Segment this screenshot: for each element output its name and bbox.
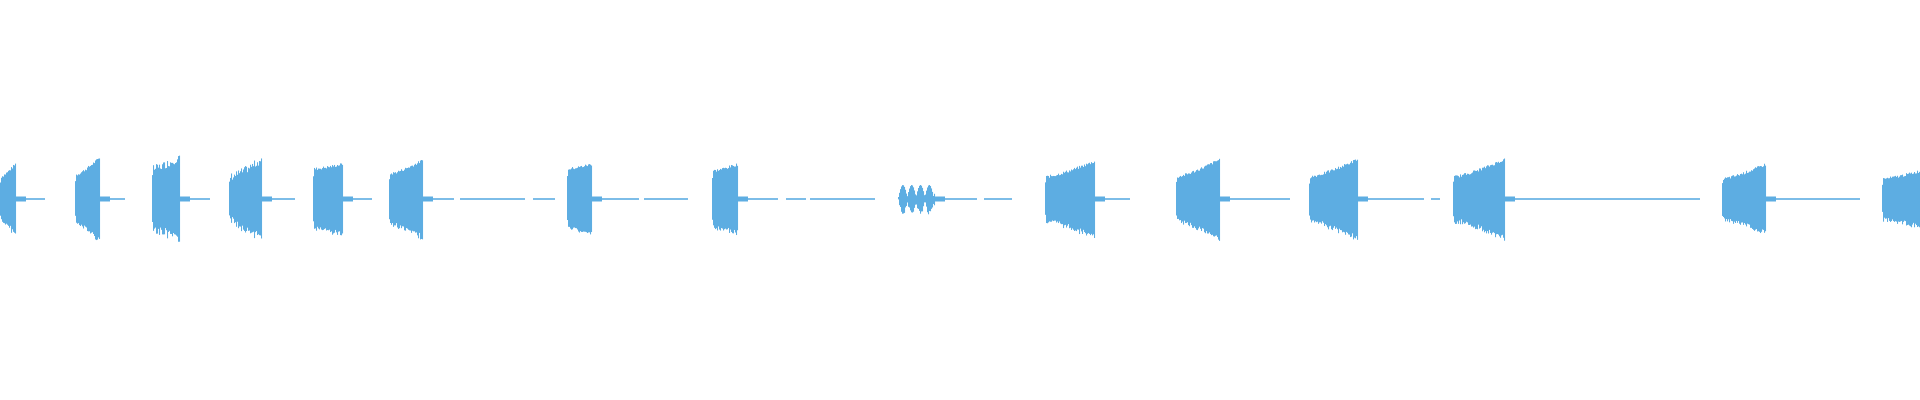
waveform-burst-11: [1176, 158, 1290, 241]
waveform-burst-12: [1309, 159, 1440, 240]
waveform-burst-1: [0, 163, 45, 234]
waveform-burst-14: [1722, 163, 1860, 234]
waveform-burst-15: [1882, 170, 1920, 228]
waveform-burst-5: [313, 163, 372, 236]
waveform-burst-6: [389, 160, 555, 240]
waveform-burst-2: [75, 158, 125, 241]
waveform-burst-7: [567, 164, 688, 235]
waveform-burst-9: [898, 185, 1012, 215]
waveform-burst-13: [1453, 158, 1700, 241]
waveform-burst-3: [152, 155, 210, 242]
waveform-burst-4: [229, 158, 295, 239]
waveform-burst-8: [712, 163, 875, 236]
waveform-burst-10: [1045, 161, 1130, 238]
